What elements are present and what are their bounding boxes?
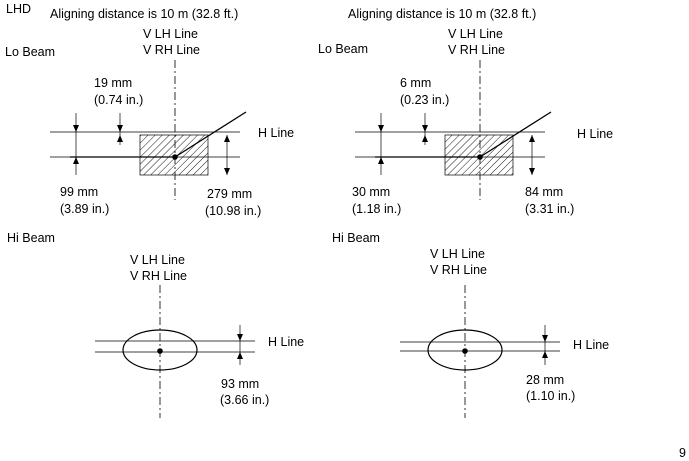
right-hi-mm: 28 mm xyxy=(526,373,565,387)
region-label: LHD xyxy=(6,2,32,16)
right-hi-v-rh-line-label: V RH Line xyxy=(430,263,487,277)
right-hi-v-lh-line-label: V LH Line xyxy=(430,247,485,261)
center-dot xyxy=(172,154,178,160)
left-lo-lower-left-in: (3.89 in.) xyxy=(60,202,110,216)
left-lo-beam-label: Lo Beam xyxy=(5,45,56,59)
right-hi-h-line-label: H Line xyxy=(573,338,610,352)
left-hi-beam-pattern xyxy=(95,285,255,418)
right-v-rh-line-label: V RH Line xyxy=(448,43,505,57)
right-lo-lower-right-in: (3.31 in.) xyxy=(525,202,575,216)
cutoff-elbow xyxy=(174,111,247,158)
left-hi-in: (3.66 in.) xyxy=(220,393,270,407)
right-lo-h-line-label: H Line xyxy=(577,127,614,141)
left-hi-mm: 93 mm xyxy=(221,377,260,391)
left-hi-v-lh-line-label: V LH Line xyxy=(130,253,185,267)
center-dot xyxy=(157,348,163,354)
right-v-lh-line-label: V LH Line xyxy=(448,27,503,41)
left-lo-lower-right-mm: 279 mm xyxy=(207,187,253,201)
left-lo-beam-pattern xyxy=(50,60,247,200)
center-dot xyxy=(462,348,468,354)
right-lo-upper-in: (0.23 in.) xyxy=(400,93,450,107)
right-lo-upper-mm: 6 mm xyxy=(400,76,432,90)
right-hi-beam-pattern xyxy=(400,285,560,418)
left-hi-h-line-label: H Line xyxy=(268,335,305,349)
right-lo-lower-left-in: (1.18 in.) xyxy=(352,202,402,216)
center-dot xyxy=(477,154,483,160)
left-v-lh-line-label: V LH Line xyxy=(143,27,198,41)
cutoff-elbow xyxy=(479,111,552,158)
left-v-rh-line-label: V RH Line xyxy=(143,43,200,57)
right-lo-beam-pattern xyxy=(355,60,552,200)
left-hi-beam-label: Hi Beam xyxy=(7,231,55,245)
left-distance-label: Aligning distance is 10 m (32.8 ft.) xyxy=(50,7,239,21)
hot-zone-ellipse xyxy=(122,329,198,371)
right-lo-lower-right-mm: 84 mm xyxy=(525,185,564,199)
corner-mark: 9 xyxy=(679,446,686,460)
right-distance-label: Aligning distance is 10 m (32.8 ft.) xyxy=(348,7,537,21)
left-lo-upper-in: (0.74 in.) xyxy=(94,93,144,107)
left-lo-h-line-label: H Line xyxy=(258,126,295,140)
right-hi-beam-label: Hi Beam xyxy=(332,231,380,245)
right-lo-beam-label: Lo Beam xyxy=(318,42,369,56)
left-lo-lower-right-in: (10.98 in.) xyxy=(205,204,262,218)
hot-zone-ellipse xyxy=(427,329,503,371)
left-lo-lower-left-mm: 99 mm xyxy=(60,185,99,199)
left-hi-v-rh-line-label: V RH Line xyxy=(130,269,187,283)
left-lo-upper-mm: 19 mm xyxy=(94,76,133,90)
right-lo-lower-left-mm: 30 mm xyxy=(352,185,391,199)
right-hi-in: (1.10 in.) xyxy=(526,389,576,403)
